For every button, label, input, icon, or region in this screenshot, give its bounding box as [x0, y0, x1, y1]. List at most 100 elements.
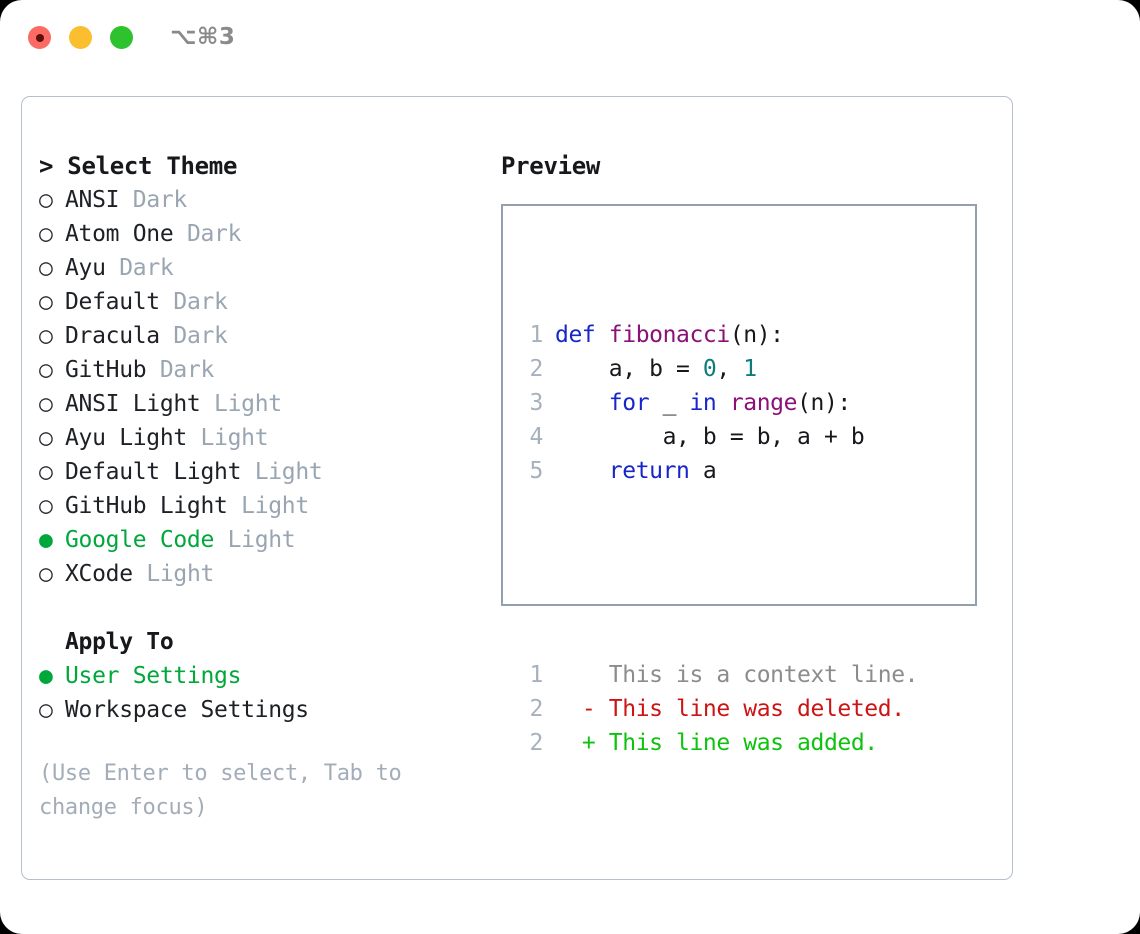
code-token-pln: a	[689, 458, 717, 484]
apply-to-option-user-settings[interactable]: ● User Settings	[39, 659, 469, 693]
diff-marker	[555, 662, 609, 688]
theme-option-variant: Dark	[132, 187, 188, 213]
code-token-pln: _	[649, 390, 690, 416]
code-token-kw: for	[608, 390, 650, 416]
radio-unselected-icon: ○	[39, 187, 53, 213]
code-diff-gap	[515, 556, 918, 590]
minimize-button[interactable]	[69, 26, 92, 49]
theme-option-variant: Dark	[119, 255, 174, 281]
theme-option-ayu-light[interactable]: ○Ayu Light Light	[39, 421, 469, 455]
apply-to-option-label: Workspace Settings	[65, 697, 309, 723]
theme-option-variant: Light	[254, 459, 323, 485]
theme-option-github[interactable]: ○GitHub Dark	[39, 353, 469, 387]
radio-unselected-icon: ○	[39, 289, 53, 315]
diff-text: This line was added.	[608, 730, 878, 756]
theme-option-variant: Light	[200, 425, 269, 451]
radio-unselected-icon: ○	[39, 255, 53, 281]
theme-option-variant: Dark	[159, 357, 215, 383]
theme-option-variant: Dark	[173, 323, 228, 349]
theme-option-label: GitHub Light	[65, 493, 228, 519]
code-line: 3 for _ in range(n):	[515, 386, 918, 420]
keyboard-hint-text: (Use Enter to select, Tab to change focu…	[39, 761, 402, 820]
title-bar: ⌥⌘3	[0, 0, 1140, 78]
preview-heading: Preview	[501, 152, 601, 180]
select-theme-heading: > Select Theme	[39, 152, 238, 180]
theme-option-google-code[interactable]: ● Google Code Light	[39, 523, 469, 557]
theme-option-list: ○ ANSI Dark ○ Atom One Dark ○ Ayu Dark ○ Defaul…	[39, 183, 469, 591]
main-panel: > Select Theme ○ANSI Dark○Atom One Dark○…	[21, 96, 1013, 880]
diff-text: This is a context line.	[608, 662, 919, 688]
theme-option-variant: Light	[227, 527, 296, 553]
code-token-kw: return	[608, 458, 690, 484]
theme-option-label: Default	[65, 289, 160, 315]
window-controls	[28, 26, 133, 49]
code-token-kw: in	[689, 390, 717, 416]
apply-to-heading: Apply To	[65, 629, 174, 655]
radio-unselected-icon: ○	[39, 323, 53, 349]
code-line: 2 a, b = 0, 1	[515, 352, 918, 386]
radio-unselected-icon: ○	[39, 493, 53, 519]
code-token-pln: a, b = b, a + b	[555, 424, 865, 450]
code-token-pln	[555, 458, 609, 484]
theme-option-label: ANSI Light	[65, 391, 201, 417]
code-token-pln	[716, 390, 729, 416]
apply-to-option-label: User Settings	[65, 663, 242, 689]
list-spacer	[39, 591, 469, 625]
theme-option-dracula[interactable]: ○ Dracula Dark	[39, 319, 469, 353]
theme-option-label: ANSI	[65, 187, 120, 213]
diff-lines: 1 This is a context line. 2 - This line w…	[515, 658, 919, 760]
radio-unselected-icon: ○	[39, 561, 53, 587]
theme-option-label: Default Light	[65, 459, 242, 485]
line-number: 5	[529, 458, 544, 484]
radio-selected-icon: ●	[39, 663, 53, 689]
line-number: 1	[529, 322, 544, 348]
code-token-pln: a, b =	[555, 356, 703, 382]
theme-option-variant: Light	[146, 561, 215, 587]
diff-line-add: 2 + This line was added.	[515, 726, 918, 760]
theme-option-default[interactable]: ○Default Dark	[39, 285, 469, 319]
diff-line-del: 2 - This line was deleted.	[515, 692, 918, 726]
theme-option-label: Google Code	[65, 527, 215, 553]
code-token-num: 1	[743, 356, 757, 382]
theme-option-label: Atom One	[65, 221, 174, 247]
diff-text: This line was deleted.	[608, 696, 905, 722]
code-line: 5 return a	[515, 454, 918, 488]
theme-option-ayu[interactable]: ○ Ayu Dark	[39, 251, 469, 285]
theme-option-ansi-light[interactable]: ○ ANSI Light Light	[39, 387, 469, 421]
radio-unselected-icon: ○	[39, 697, 53, 723]
line-number: 2	[529, 356, 544, 382]
radio-unselected-icon: ○	[39, 459, 53, 485]
theme-option-xcode[interactable]: ○ XCode Light	[39, 557, 469, 591]
diff-marker: -	[555, 696, 609, 722]
code-token-pln: (n):	[729, 322, 784, 348]
theme-option-default-light[interactable]: ○ Default Light Light	[39, 455, 469, 489]
code-line: 4 a, b = b, a + b	[515, 420, 918, 454]
theme-option-ansi[interactable]: ○ ANSI Dark	[39, 183, 469, 217]
theme-option-label: XCode	[65, 561, 133, 587]
code-token-pln	[555, 390, 609, 416]
theme-option-variant: Light	[241, 493, 309, 519]
close-button[interactable]	[28, 26, 51, 49]
maximize-button[interactable]	[110, 26, 133, 49]
theme-option-atom-one[interactable]: ○Atom One Dark	[39, 217, 469, 251]
theme-selector-column: > Select Theme ○ANSI Dark○Atom One Dark○…	[39, 149, 469, 825]
theme-option-label: Ayu	[65, 255, 106, 281]
radio-unselected-icon: ○	[39, 221, 53, 247]
line-number: 1	[529, 662, 544, 688]
code-token-kw: def	[555, 322, 609, 348]
theme-option-label: GitHub	[65, 357, 147, 383]
theme-option-github-light[interactable]: ○ GitHub Light Light	[39, 489, 469, 523]
theme-option-variant: Light	[214, 391, 282, 417]
apply-to-option-workspace-settings[interactable]: ○ Workspace Settings	[39, 693, 469, 727]
line-number: 4	[529, 424, 544, 450]
theme-option-label: Dracula	[65, 323, 160, 349]
radio-selected-icon: ●	[39, 527, 53, 553]
line-number: 2	[529, 730, 544, 756]
radio-unselected-icon: ○	[39, 391, 53, 417]
